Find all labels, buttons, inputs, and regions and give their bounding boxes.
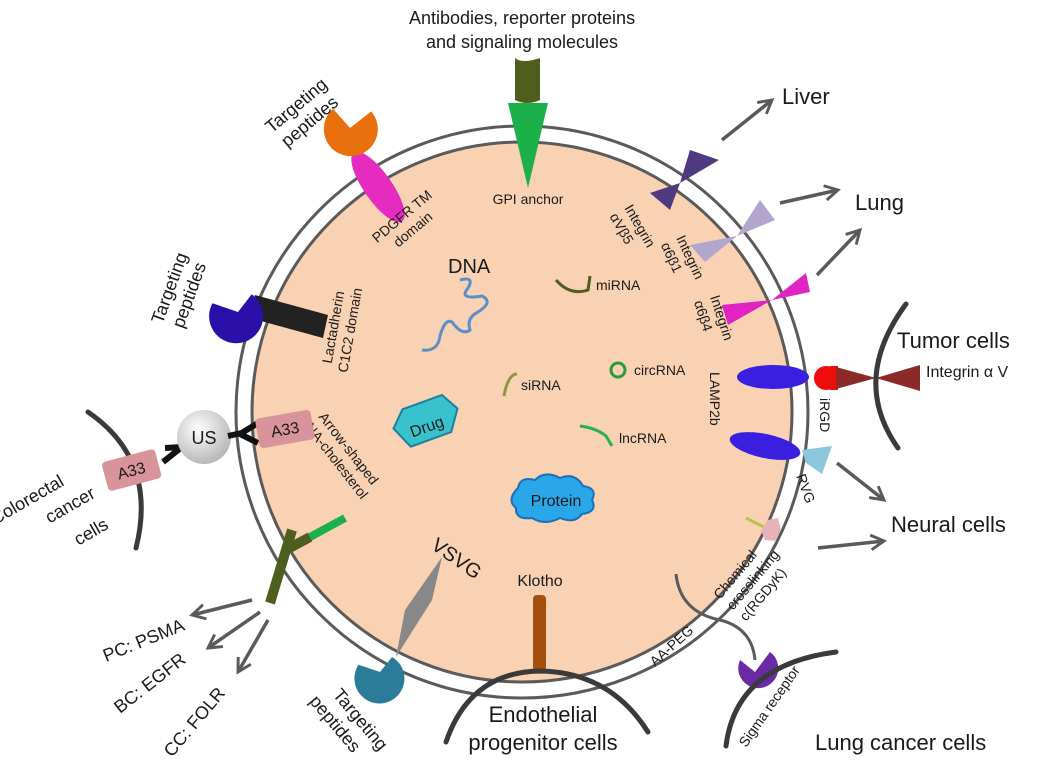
aa-peg-linker: [674, 573, 757, 661]
arrow-to-liver: [720, 100, 772, 142]
a33-left: A33: [102, 449, 162, 491]
cargo-lncrna-label: lncRNA: [619, 430, 667, 446]
mirna-icon: [554, 275, 592, 294]
arrow-to-lung-2: [815, 230, 860, 277]
arrow-to-psma: [192, 598, 253, 615]
target-lung: Lung: [855, 190, 904, 215]
cargo-mirna-label: miRNA: [596, 277, 641, 293]
tumor-cell-membrane: [873, 301, 909, 451]
target-endothelial-line1: Endothelial: [489, 702, 598, 727]
integrin-avb5-icon: [650, 150, 719, 210]
sigma-receptor-icon: [738, 652, 779, 689]
arrow-rgd-to-neural: [817, 541, 884, 548]
colorectal-label-line3: cells: [70, 514, 111, 549]
cargo-protein-label: Protein: [531, 493, 582, 510]
antibody-icon: [515, 58, 540, 103]
antibody-left-icon: [161, 444, 184, 465]
irgd-label: iRGD: [817, 398, 833, 432]
lung-cancer-cell-membrane: [723, 649, 839, 749]
circrna-icon: [609, 361, 627, 379]
target-lung-cancer-cells: Lung cancer cells: [815, 730, 986, 755]
target-integrin-av: Integrin α V: [926, 364, 1009, 381]
exosome: [234, 124, 810, 700]
drug-icon: [392, 393, 459, 448]
a33-right: A33: [255, 409, 315, 449]
a33-right-label: A33: [270, 420, 301, 442]
us-particle-icon: [177, 410, 231, 464]
gpi-anchor-label: GPI anchor: [493, 191, 564, 207]
lncrna-icon: [579, 424, 614, 447]
target-cc-folr: CC: FOLR: [160, 683, 229, 760]
dna-icon: [421, 277, 489, 352]
protein-cloud-icon: [510, 473, 595, 523]
teal-targeting-peptide-icon: [354, 656, 405, 704]
sirna-icon: [502, 372, 518, 397]
cargo-dna-label: DNA: [448, 256, 491, 278]
target-neural-cells: Neural cells: [891, 512, 1006, 537]
rgd-linker: [745, 516, 767, 530]
y-shaped-rna-icon: [265, 528, 313, 605]
rgd-hexagon-icon: [761, 518, 781, 541]
lamp2b-label: LAMP2b: [707, 372, 723, 426]
irgd-head-icon: [814, 366, 838, 390]
arrow-to-lung-1: [779, 190, 838, 205]
integrin-av-receptor-icon: [876, 365, 920, 391]
orange-targeting-peptide-icon: [323, 108, 378, 157]
arrow-to-folr: [236, 619, 270, 672]
us-label: US: [191, 428, 216, 448]
top-label-line1: Antibodies, reporter proteins: [409, 8, 635, 28]
navy-targeting-peptide-icon: [209, 294, 264, 344]
klotho-icon: [533, 595, 546, 671]
klotho-label: Klotho: [517, 573, 562, 590]
rvg-icon: [802, 446, 832, 474]
a33-left-label: A33: [116, 460, 148, 484]
target-tumor-cells: Tumor cells: [897, 328, 1010, 353]
rna-cholesterol-linker: [308, 514, 347, 541]
lamp2b-icon-1: [737, 365, 809, 389]
integrin-av-icon: [836, 367, 876, 389]
vsvg-icon: [396, 557, 442, 657]
arrow-rvg-to-neural: [835, 461, 884, 500]
lactadherin-c1c2-icon: [250, 295, 328, 338]
integrin-a6b4-icon: [722, 273, 810, 325]
top-label-line2: and signaling molecules: [426, 32, 618, 52]
gpi-anchor-icon: [508, 103, 548, 188]
target-liver: Liver: [782, 84, 830, 109]
antibody-right-icon: [227, 420, 260, 446]
cargo-circrna-label: circRNA: [634, 362, 686, 378]
integrin-a6b1-icon: [690, 200, 775, 262]
arrow-to-egfr: [208, 610, 261, 648]
cargo-sirna-label: siRNA: [521, 377, 561, 393]
lamp2b-icon-2: [729, 432, 801, 460]
pdgfr-tm-domain-icon: [351, 151, 405, 223]
target-endothelial-line2: progenitor cells: [468, 730, 617, 755]
endothelial-cell-membrane: [443, 668, 651, 745]
